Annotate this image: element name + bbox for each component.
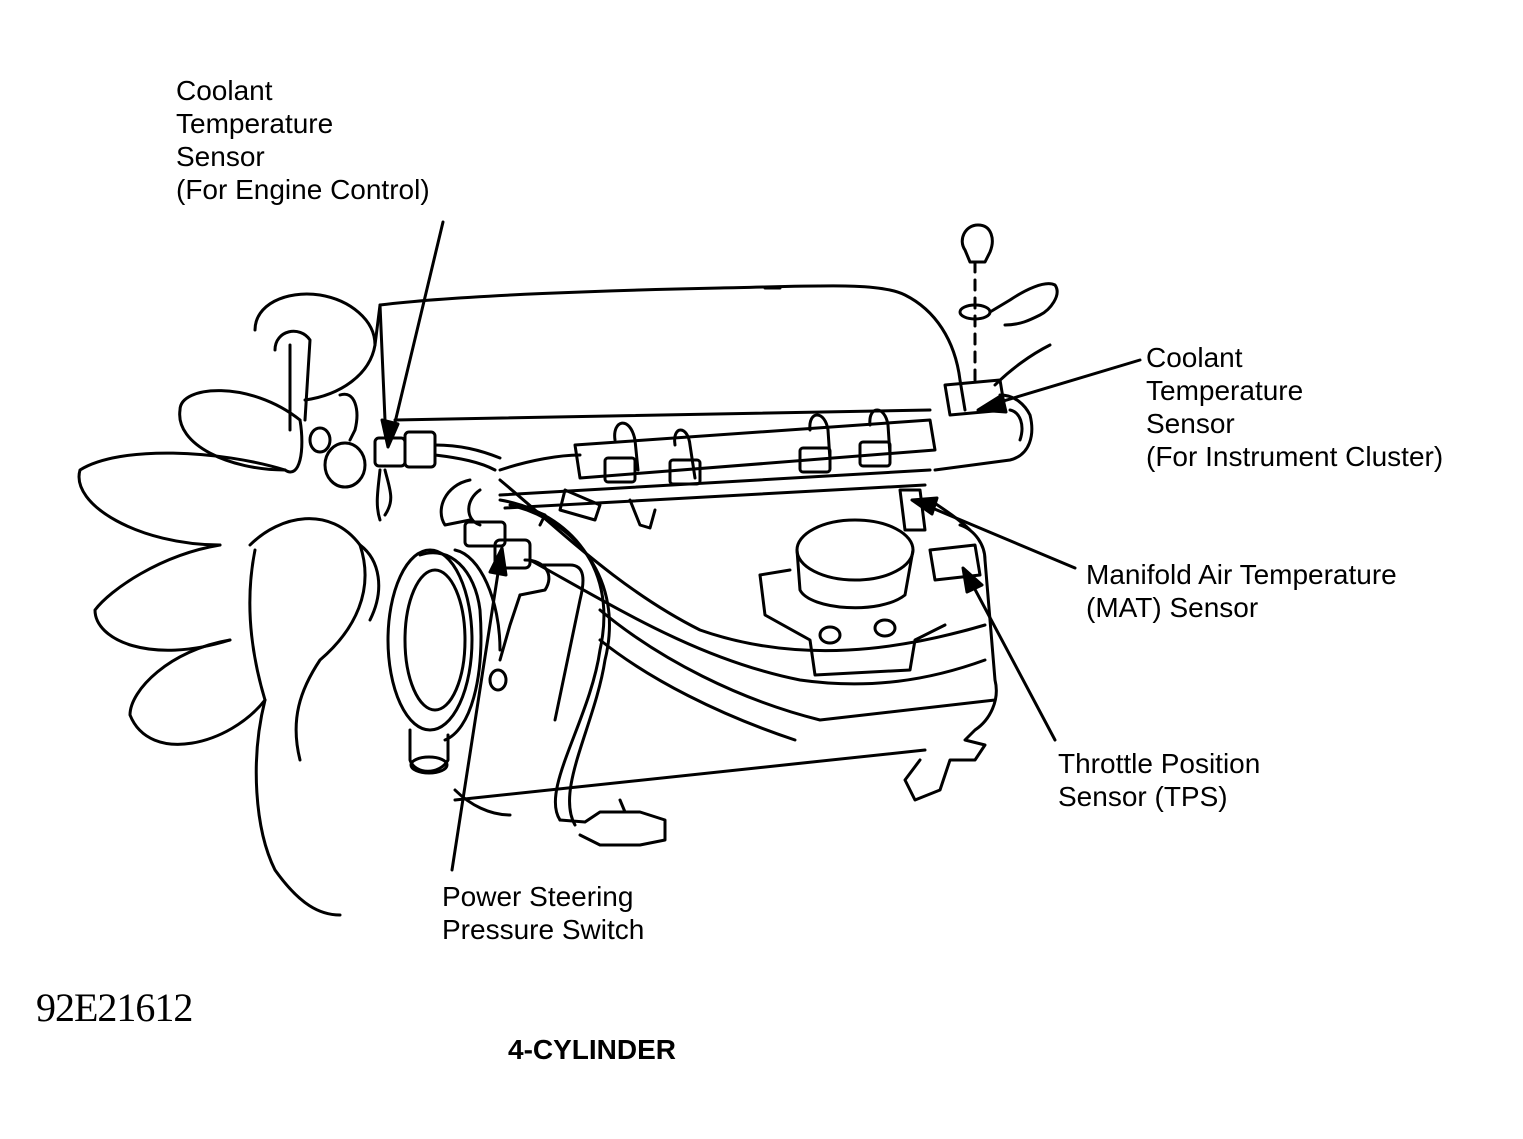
label-line: Sensor (176, 141, 265, 172)
coolant-sensor-cluster-illustration (933, 223, 1059, 472)
label-line: Throttle Position (1058, 748, 1261, 779)
label-line: Manifold Air Temperature (1086, 559, 1397, 590)
figure-caption: 4-CYLINDER (508, 1034, 677, 1065)
leader-lines (380, 220, 1142, 872)
ps-switch-illustration (439, 478, 667, 847)
label-tps: Throttle Position Sensor (TPS) (1058, 747, 1260, 813)
label-line: (For Instrument Cluster) (1146, 441, 1444, 472)
label-line: Sensor (TPS) (1058, 781, 1228, 812)
intake-manifold (498, 478, 987, 653)
label-line: Coolant (176, 75, 273, 106)
pulley-illustration (386, 548, 502, 775)
label-coolant-sensor-cluster: Coolant Temperature Sensor (For Instrume… (1146, 341, 1443, 473)
label-line: Coolant (1146, 342, 1243, 373)
valve-cover (373, 284, 967, 412)
label-line: (MAT) Sensor (1086, 592, 1259, 623)
coolant-sensor-engine-illustration (373, 430, 502, 522)
fan-illustration (77, 389, 381, 917)
label-ps-switch: Power Steering Pressure Switch (442, 880, 644, 946)
label-line: Power Steering (442, 881, 634, 912)
label-line: Sensor (1146, 408, 1235, 439)
label-line: Pressure Switch (442, 914, 645, 945)
label-mat-sensor: Manifold Air Temperature (MAT) Sensor (1086, 558, 1397, 624)
label-line: (For Engine Control) (176, 174, 430, 205)
label-coolant-sensor-engine: Coolant Temperature Sensor (For Engine C… (176, 74, 430, 206)
figure-code: 92E21612 (36, 985, 193, 1030)
label-line: Temperature (1146, 375, 1304, 406)
upper-hose (253, 292, 377, 402)
throttle-body-illustration (758, 518, 947, 677)
fuel-rail-illustration (498, 408, 937, 530)
label-line: Temperature (176, 108, 334, 139)
